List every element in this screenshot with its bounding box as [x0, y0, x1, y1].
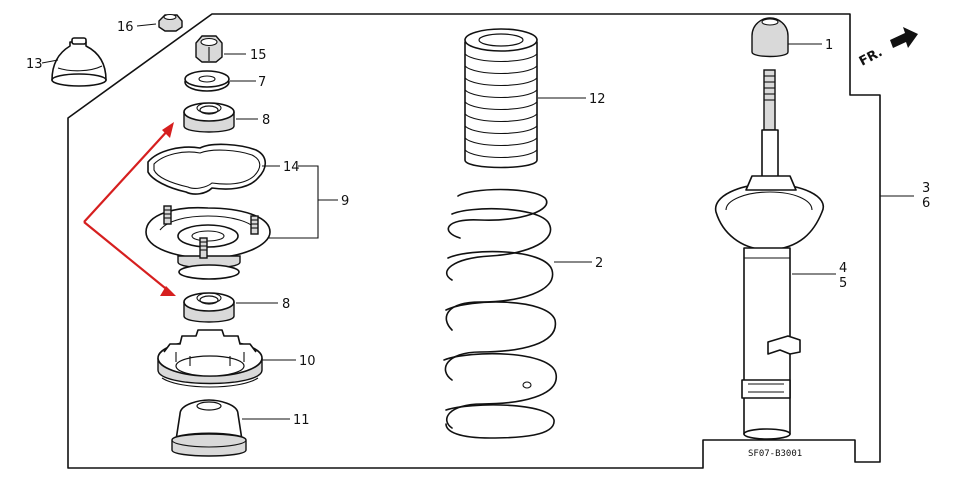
diagram-frame [67, 13, 881, 469]
stud-left [163, 205, 172, 225]
callout-11: 11 [293, 413, 310, 428]
part-4-5-shock-absorber [715, 69, 825, 440]
direction-label: FR. [857, 45, 885, 70]
part-10-spring-seat [157, 329, 263, 388]
callout-16: 16 [117, 20, 134, 35]
callout-15: 15 [250, 48, 267, 63]
part-8-bushing-upper [183, 102, 235, 133]
part-2-coil-spring [443, 188, 557, 439]
callout-5: 5 [839, 276, 847, 291]
callout-14: 14 [283, 160, 300, 175]
leader-lines [41, 23, 914, 420]
front-direction-indicator: FR. [857, 27, 918, 70]
callout-9: 9 [341, 194, 349, 209]
part-16-nut [158, 14, 183, 32]
diagram-code: SF07-B3001 [748, 449, 802, 459]
part-7-washer [184, 70, 230, 92]
part-9-mount-base [145, 205, 271, 280]
part-15-nut [195, 35, 223, 63]
highlight-arrows [83, 122, 176, 296]
part-1-bump-cap [751, 17, 789, 58]
callout-8-upper: 8 [262, 113, 270, 128]
callout-4: 4 [839, 261, 847, 276]
front-arrow-icon [890, 27, 918, 48]
callout-2: 2 [595, 256, 603, 271]
callout-10: 10 [299, 354, 316, 369]
callout-13: 13 [26, 57, 43, 72]
part-8-bushing-lower [183, 292, 235, 323]
callout-12: 12 [589, 92, 606, 107]
stud-right [250, 215, 259, 235]
callout-8-lower: 8 [282, 297, 290, 312]
part-13-cap [51, 37, 107, 87]
part-12-stacked-bump-rubber [464, 28, 538, 169]
stud-front [199, 237, 208, 259]
callout-7: 7 [258, 75, 266, 90]
part-11-boot [171, 399, 247, 457]
callout-6: 6 [922, 196, 930, 211]
callout-1: 1 [825, 38, 833, 53]
part-14-gasket [147, 143, 267, 195]
callout-3: 3 [922, 181, 930, 196]
callout-numbers: 16 13 15 7 8 14 9 8 10 11 12 2 1 4 5 3 6 [26, 20, 930, 428]
